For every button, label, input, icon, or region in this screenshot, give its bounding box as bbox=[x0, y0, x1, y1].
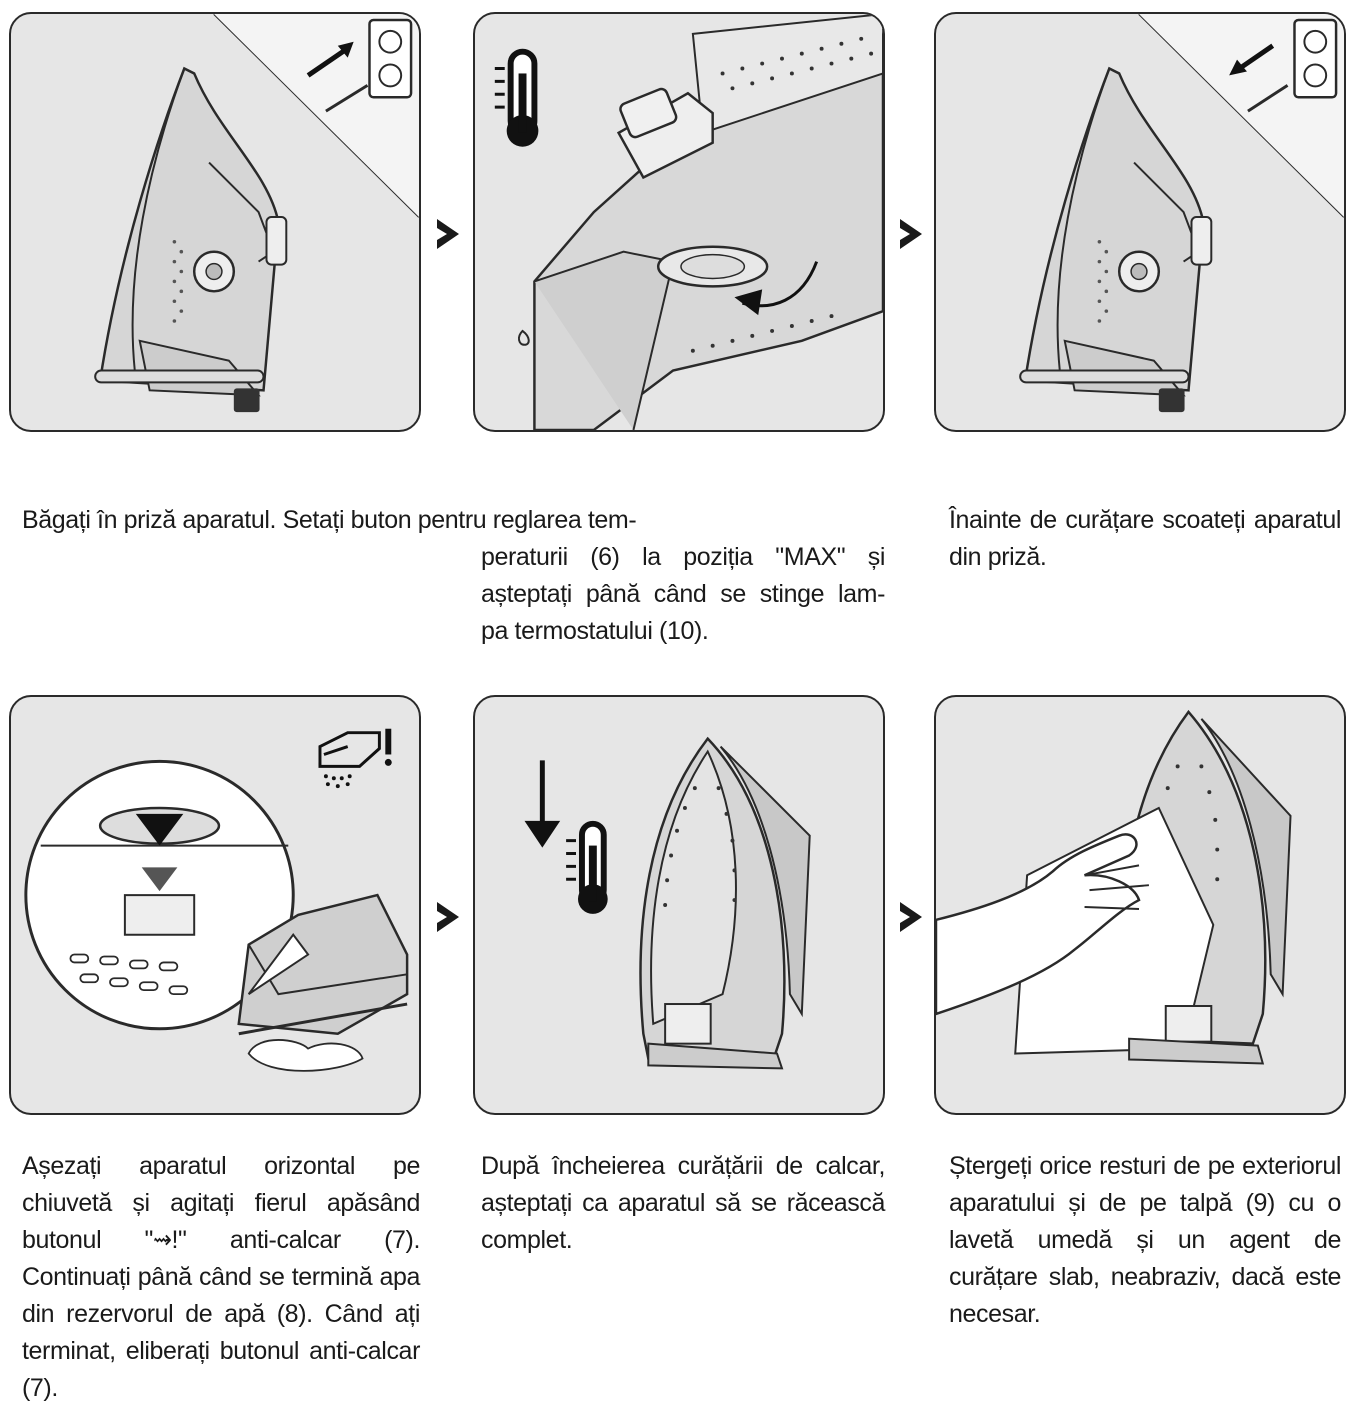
wipe-soleplate-icon bbox=[936, 709, 1292, 1065]
step5-panel bbox=[473, 695, 885, 1115]
step2-caption-line2: peraturii (6) la poziția "MAX" și bbox=[481, 543, 885, 571]
anti-calc-sink-icon bbox=[24, 728, 409, 1072]
step6-caption-text: Ștergeți orice resturi de pe exteriorul … bbox=[949, 1152, 1341, 1328]
step1-caption-line1: Băgați în priză aparatul. Setați buton p… bbox=[22, 506, 637, 534]
step6-panel bbox=[934, 695, 1346, 1115]
step4-caption-text: Așezați aparatul orizontal pe chiuvetă ș… bbox=[22, 1152, 420, 1402]
step1-caption: Băgați în priză aparatul. Setați buton p… bbox=[22, 502, 892, 539]
chevron-right-icon bbox=[437, 902, 459, 932]
step3-panel bbox=[934, 12, 1346, 432]
step2-caption: peraturii (6) la poziția "MAX" și aștept… bbox=[481, 539, 885, 650]
chevron-right-icon bbox=[900, 902, 922, 932]
step1-panel bbox=[9, 12, 421, 432]
step3-caption: Înainte de curățare scoateți aparatul di… bbox=[949, 502, 1341, 576]
chevron-right-icon bbox=[437, 219, 459, 249]
step2-panel bbox=[473, 12, 885, 432]
chevron-right-icon bbox=[900, 219, 922, 249]
step5-caption: După încheierea curățării de calcar, așt… bbox=[481, 1148, 885, 1259]
iron-plug-in-icon bbox=[94, 14, 419, 413]
step4-caption: Așezați aparatul orizontal pe chiuvetă ș… bbox=[22, 1148, 420, 1407]
step6-caption: Ștergeți orice resturi de pe exteriorul … bbox=[949, 1148, 1341, 1333]
step3-caption-text: Înainte de curățare scoateți aparatul di… bbox=[949, 506, 1341, 571]
step2-caption-line4: pa termostatului (10). bbox=[481, 617, 709, 645]
step2-caption-line3: așteptați până când se stinge lam- bbox=[481, 580, 885, 608]
step5-caption-text: După încheierea curățării de calcar, așt… bbox=[481, 1152, 885, 1254]
cool-down-iron-icon bbox=[524, 736, 811, 1070]
thermostat-dial-icon bbox=[494, 14, 883, 430]
iron-unplug-icon bbox=[1019, 14, 1344, 413]
step4-panel bbox=[9, 695, 421, 1115]
